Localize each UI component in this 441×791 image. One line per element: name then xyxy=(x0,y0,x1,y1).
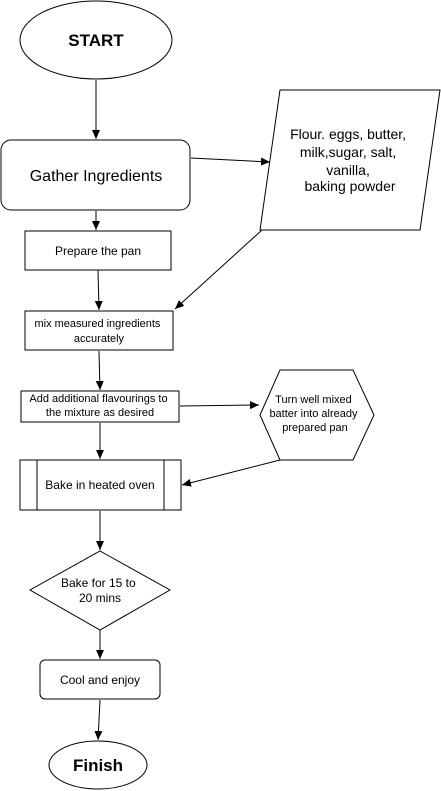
svg-text:START: START xyxy=(68,31,124,50)
svg-text:Flour. eggs, butter, mil: Flour. eggs, butter, milk,sugar, salt, v… xyxy=(290,126,410,194)
mix-line-1: mix measured ingredients xyxy=(34,318,160,330)
finish-node: Finish xyxy=(48,740,148,790)
svg-text:mix measured ingredients: mix measured ingredients accurately xyxy=(34,318,163,345)
svg-text:Cool and enjoy: Cool and enjoy xyxy=(60,673,140,687)
svg-text:Gather Ingredients: Gather Ingredients xyxy=(30,168,163,185)
flavourings-line-1: Add additional flavourings to xyxy=(29,393,167,405)
mix-line-2: accurately xyxy=(74,333,125,345)
edge-mix-to-flavourings xyxy=(95,350,104,391)
edge-turn-to-bake xyxy=(181,459,281,487)
ingredients-line-3: vanilla, xyxy=(326,162,370,178)
edge-gather-to-ingredients xyxy=(190,157,271,166)
prepare-pan-box xyxy=(24,230,172,271)
ingredients-line-4: baking powder xyxy=(304,178,395,194)
turn-batter-hexagon xyxy=(259,369,375,461)
bake-node: Bake in heated oven xyxy=(19,459,182,511)
start-label: START xyxy=(68,31,124,50)
ingredients-parallelogram xyxy=(259,89,441,231)
svg-text:Prepare the pan: Prepare the pan xyxy=(55,244,141,258)
bake-time-node: Bake for 15 to 20 mins xyxy=(28,550,172,631)
turn-batter-line-2: batter into already xyxy=(269,408,358,420)
gather-ingredients-label: Gather Ingredients xyxy=(30,168,163,185)
svg-text:Turn well mixed batter i: Turn well mixed batter into already prep… xyxy=(269,394,360,434)
bake-time-diamond xyxy=(28,550,172,631)
ingredients-line-1: Flour. eggs, butter, xyxy=(290,126,406,142)
gather-ingredients-node: Gather Ingredients xyxy=(0,139,191,211)
edge-ingredients-to-mix xyxy=(174,229,263,310)
prepare-pan-label: Prepare the pan xyxy=(55,244,141,258)
edge-cool-to-finish xyxy=(94,699,103,741)
edge-flavourings-to-turn xyxy=(179,401,260,410)
start-node: START xyxy=(19,0,173,80)
bake-time-line-2: 20 mins xyxy=(79,591,121,605)
mix-box xyxy=(24,310,174,351)
turn-batter-line-3: prepared pan xyxy=(282,422,347,434)
cool-node: Cool and enjoy xyxy=(39,659,161,700)
mix-node: mix measured ingredients accurately xyxy=(24,310,174,351)
finish-ellipse xyxy=(48,740,148,790)
flavourings-box xyxy=(20,390,180,423)
ingredients-list-node: Flour. eggs, butter, milk,sugar, salt, v… xyxy=(259,89,441,231)
prepare-pan-node: Prepare the pan xyxy=(24,230,172,271)
flavourings-line-2: the mixture as desired xyxy=(46,407,154,419)
bake-box xyxy=(19,459,182,511)
cool-label: Cool and enjoy xyxy=(60,673,140,687)
cool-box xyxy=(39,659,161,700)
edges xyxy=(92,80,281,741)
edge-prepare-to-mix xyxy=(94,269,103,311)
flavourings-node: Add additional flavourings to the mixtur… xyxy=(20,390,180,423)
finish-label: Finish xyxy=(73,756,123,775)
bake-label: Bake in heated oven xyxy=(45,478,154,492)
start-ellipse xyxy=(19,0,173,80)
gather-ingredients-box xyxy=(0,139,191,211)
bake-time-line-1: Bake for 15 to xyxy=(61,576,136,590)
svg-text:Bake in heated oven: Bake in heated oven xyxy=(45,478,154,492)
svg-text:Add additional flavourings to: Add additional flavourings to the mixtur… xyxy=(29,393,170,419)
turn-batter-line-1: Turn well mixed xyxy=(275,394,352,406)
svg-text:Bake for 15 to 20 mins: Bake for 15 to 20 mins xyxy=(61,576,139,605)
ingredients-line-2: milk,sugar, salt, xyxy=(300,144,396,160)
svg-text:Finish: Finish xyxy=(73,756,123,775)
turn-batter-node: Turn well mixed batter into already prep… xyxy=(259,369,375,461)
